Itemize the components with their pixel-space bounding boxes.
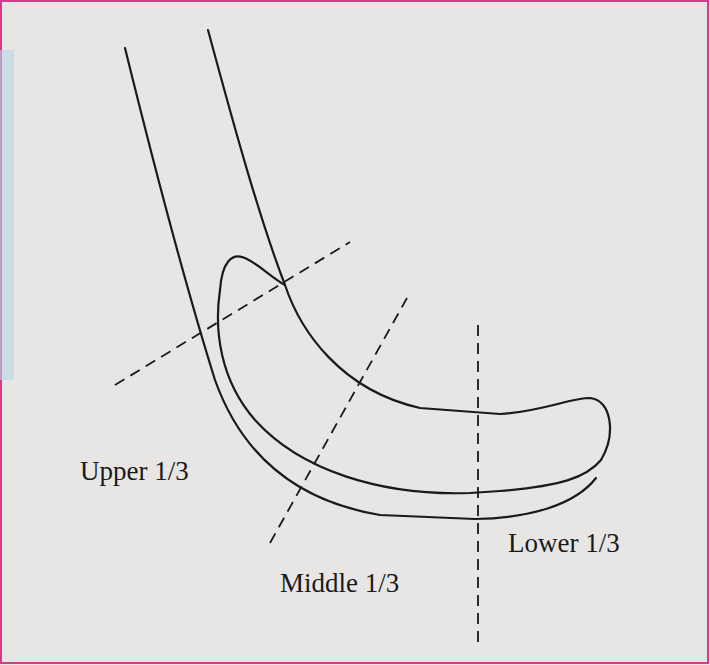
curved-segment-outline	[218, 256, 610, 493]
tube-outer-wall	[125, 48, 596, 519]
middle-division-line	[270, 298, 407, 543]
region-label: Upper 1/3	[80, 457, 189, 487]
upper-division-line	[115, 242, 350, 385]
logo-fragment	[0, 50, 14, 380]
region-label: Lower 1/3	[508, 529, 620, 559]
region-label: Middle 1/3	[280, 569, 399, 599]
tube-inner-wall	[208, 30, 285, 285]
lower-division-line	[477, 325, 479, 642]
